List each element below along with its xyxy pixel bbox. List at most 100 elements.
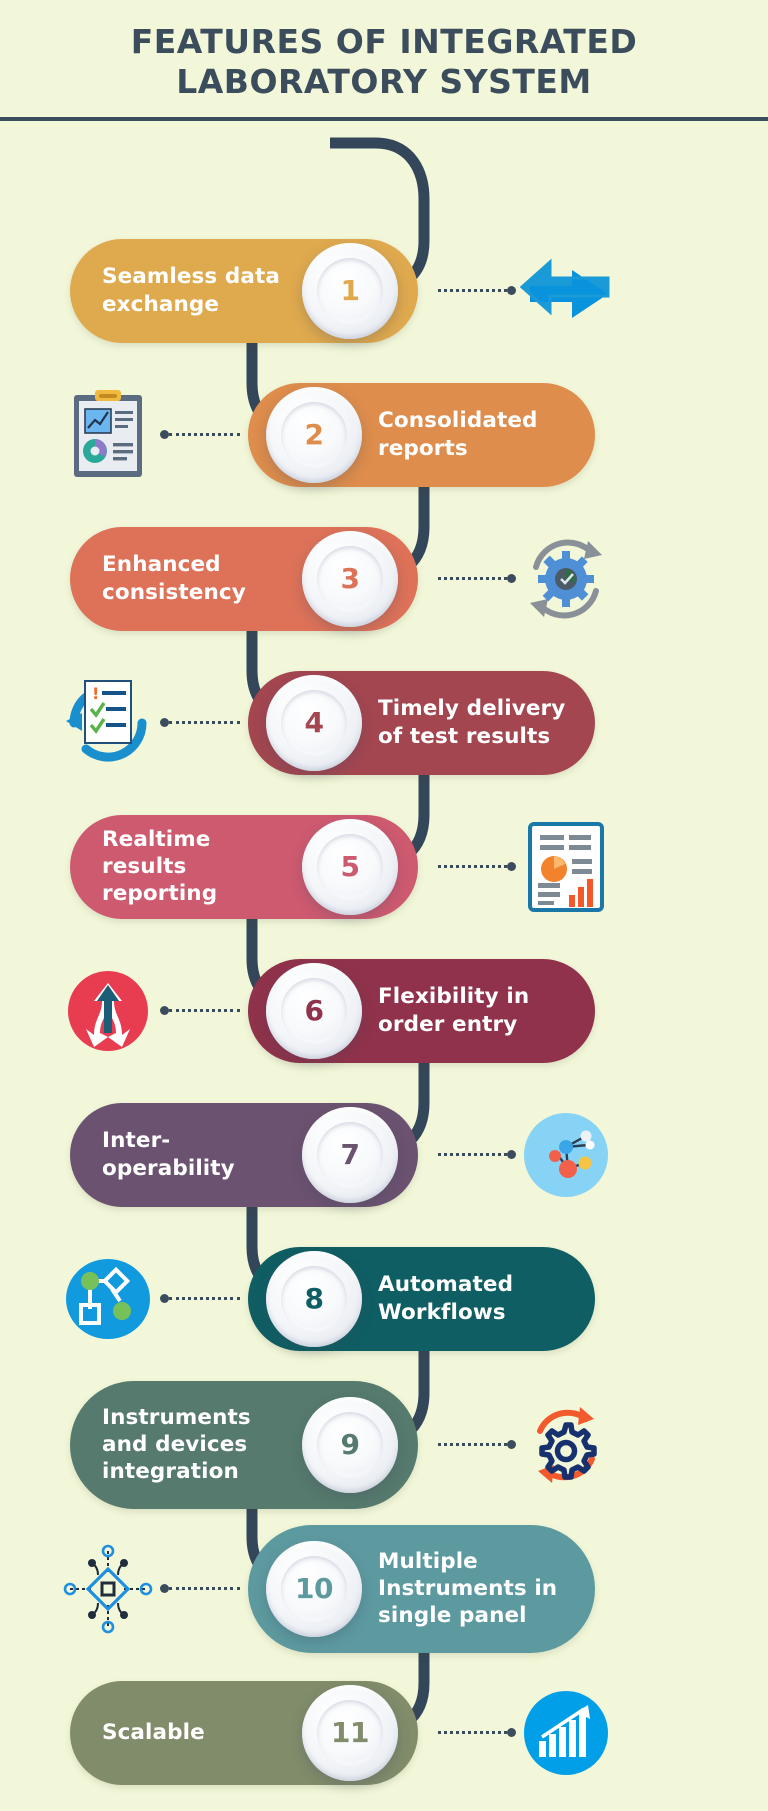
connector-line bbox=[169, 433, 240, 436]
dotted-connector bbox=[438, 1728, 516, 1738]
checklist-refresh-icon: ! bbox=[62, 677, 154, 769]
feature-label: Automated Workflows bbox=[378, 1272, 514, 1325]
gear-refresh-icon bbox=[520, 533, 612, 625]
step-badge-8[interactable]: 8 bbox=[266, 1250, 362, 1347]
connector-line bbox=[438, 577, 507, 580]
connector-dot bbox=[507, 1728, 516, 1737]
badge-inner-ring: 9 bbox=[317, 1411, 383, 1478]
badge-inner-ring: 2 bbox=[281, 401, 347, 468]
dotted-connector bbox=[160, 1584, 240, 1594]
feature-label: Scalable bbox=[102, 1719, 205, 1745]
connector-line bbox=[438, 1153, 507, 1156]
feature-row: Enhanced consistency 3 bbox=[0, 515, 768, 643]
step-badge-5[interactable]: 5 bbox=[302, 818, 398, 915]
feature-pill-2[interactable]: Consolidated reports 2 bbox=[248, 382, 595, 487]
feature-row: Timely delivery of test results 4 ! bbox=[0, 659, 768, 787]
feature-label: Consolidated reports bbox=[378, 408, 538, 461]
badge-inner-ring: 11 bbox=[317, 1699, 383, 1766]
connector-dot bbox=[160, 430, 169, 439]
page-header: FEATURES OF INTEGRATED LABORATORY SYSTEM bbox=[0, 0, 768, 131]
infographic-board: Seamless data exchange 1 Consolidated rep… bbox=[0, 131, 768, 1811]
title-line-2: LABORATORY SYSTEM bbox=[176, 62, 592, 102]
dotted-connector bbox=[438, 862, 516, 872]
connector-line bbox=[169, 1587, 240, 1590]
feature-label: Timely delivery of test results bbox=[378, 696, 566, 749]
feature-pill-11[interactable]: Scalable 11 bbox=[70, 1680, 418, 1785]
feature-pill-7[interactable]: Inter- operability 7 bbox=[70, 1102, 418, 1207]
dotted-connector bbox=[438, 286, 516, 296]
report-chart-icon bbox=[520, 821, 612, 913]
bar-growth-icon bbox=[520, 1687, 612, 1779]
connector-line bbox=[169, 1297, 240, 1300]
step-badge-1[interactable]: 1 bbox=[302, 242, 398, 339]
feature-row: Automated Workflows 8 bbox=[0, 1235, 768, 1363]
connector-line bbox=[438, 865, 507, 868]
step-badge-3[interactable]: 3 bbox=[302, 530, 398, 627]
step-number: 1 bbox=[340, 274, 360, 307]
feature-label: Instruments and devices integration bbox=[102, 1404, 251, 1485]
dotted-connector bbox=[438, 1150, 516, 1160]
feature-pill-4[interactable]: Timely delivery of test results 4 bbox=[248, 670, 595, 775]
badge-inner-ring: 5 bbox=[317, 833, 383, 900]
feature-row: Realtime results reporting 5 bbox=[0, 803, 768, 931]
step-badge-4[interactable]: 4 bbox=[266, 674, 362, 771]
badge-inner-ring: 1 bbox=[317, 257, 383, 324]
feature-pill-1[interactable]: Seamless data exchange 1 bbox=[70, 238, 418, 343]
badge-inner-ring: 7 bbox=[317, 1121, 383, 1188]
step-number: 2 bbox=[304, 418, 324, 451]
connector-dot bbox=[160, 1006, 169, 1015]
feature-pill-3[interactable]: Enhanced consistency 3 bbox=[70, 526, 418, 631]
feature-label: Multiple Instruments in single panel bbox=[378, 1548, 558, 1629]
step-number: 5 bbox=[340, 850, 360, 883]
feature-label: Seamless data exchange bbox=[102, 264, 280, 317]
connector-line bbox=[438, 1443, 507, 1446]
connector-line bbox=[169, 1009, 240, 1012]
page-title: FEATURES OF INTEGRATED LABORATORY SYSTEM bbox=[40, 22, 728, 103]
title-line-1: FEATURES OF INTEGRATED bbox=[130, 22, 638, 61]
clipboard-report-icon bbox=[62, 389, 154, 481]
node-diamond-icon bbox=[62, 1543, 154, 1635]
dotted-connector bbox=[160, 1294, 240, 1304]
feature-row: Seamless data exchange 1 bbox=[0, 227, 768, 355]
workflow-diagram-icon bbox=[62, 1253, 154, 1345]
badge-inner-ring: 10 bbox=[281, 1555, 347, 1622]
feature-pill-10[interactable]: Multiple Instruments in single panel 10 bbox=[248, 1524, 595, 1653]
dotted-connector bbox=[160, 718, 240, 728]
connector-dot bbox=[507, 1440, 516, 1449]
branching-arrows-icon bbox=[62, 965, 154, 1057]
network-nodes-icon bbox=[520, 1109, 612, 1201]
step-badge-10[interactable]: 10 bbox=[266, 1540, 362, 1637]
step-number: 9 bbox=[340, 1428, 360, 1461]
feature-label: Inter- operability bbox=[102, 1128, 235, 1181]
feature-label: Realtime results reporting bbox=[102, 826, 218, 907]
feature-label: Enhanced consistency bbox=[102, 552, 246, 605]
step-number: 7 bbox=[340, 1138, 360, 1171]
step-badge-6[interactable]: 6 bbox=[266, 962, 362, 1059]
step-number: 3 bbox=[340, 562, 360, 595]
feature-pill-5[interactable]: Realtime results reporting 5 bbox=[70, 814, 418, 919]
step-badge-9[interactable]: 9 bbox=[302, 1396, 398, 1493]
badge-inner-ring: 6 bbox=[281, 977, 347, 1044]
feature-pill-9[interactable]: Instruments and devices integration 9 bbox=[70, 1380, 418, 1509]
connector-line bbox=[438, 1731, 507, 1734]
step-number: 10 bbox=[295, 1572, 333, 1605]
badge-inner-ring: 4 bbox=[281, 689, 347, 756]
gear-sync-icon bbox=[520, 1399, 612, 1491]
connector-dot bbox=[507, 1150, 516, 1159]
connector-line bbox=[169, 721, 240, 724]
svg-text:!: ! bbox=[92, 684, 99, 703]
step-number: 4 bbox=[304, 706, 324, 739]
feature-row: Instruments and devices integration 9 bbox=[0, 1369, 768, 1521]
step-badge-7[interactable]: 7 bbox=[302, 1106, 398, 1203]
dotted-connector bbox=[160, 430, 240, 440]
step-badge-11[interactable]: 11 bbox=[302, 1684, 398, 1781]
step-badge-2[interactable]: 2 bbox=[266, 386, 362, 483]
header-divider bbox=[0, 116, 768, 121]
feature-pill-8[interactable]: Automated Workflows 8 bbox=[248, 1246, 595, 1351]
feature-row: Scalable 11 bbox=[0, 1669, 768, 1797]
connector-dot bbox=[507, 862, 516, 871]
connector-dot bbox=[160, 1584, 169, 1593]
bidirectional-arrows-icon bbox=[520, 245, 612, 337]
